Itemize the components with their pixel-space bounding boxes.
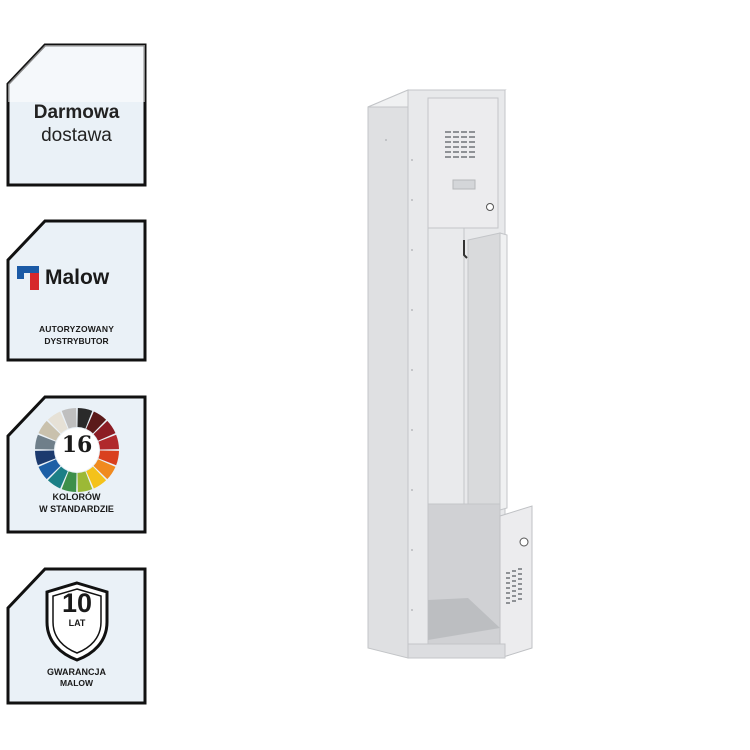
badge-line-1: AUTORYZOWANY — [38, 324, 115, 334]
badge-line-1: KOLORÓW — [52, 492, 101, 502]
badge-line-2: W STANDARDZIE — [39, 504, 114, 514]
color-swatch — [93, 420, 116, 441]
color-swatch — [61, 408, 77, 429]
color-swatch — [77, 408, 93, 429]
color-swatch — [38, 459, 61, 480]
color-swatch — [47, 466, 68, 489]
color-swatch — [47, 411, 68, 434]
badge-line-1: GWARANCJA — [46, 667, 106, 677]
badge-frame — [6, 43, 147, 187]
brand-name: Malow — [45, 266, 110, 289]
color-swatch — [35, 450, 56, 466]
color-swatch — [86, 411, 107, 434]
color-swatch — [98, 450, 119, 466]
color-swatch — [98, 434, 119, 450]
color-swatch — [35, 434, 56, 450]
malow-logo-icon — [17, 266, 39, 290]
badge-line-2: DYSTRYBUTOR — [44, 336, 109, 346]
warranty-unit: LAT — [68, 618, 86, 628]
shield-icon — [45, 581, 109, 662]
authorized-distributor-badge: Malow AUTORYZOWANY DYSTRYBUTOR — [5, 218, 148, 363]
color-swatch — [38, 420, 61, 441]
warranty-badge: 10 LAT GWARANCJA MALOW — [5, 566, 148, 706]
badge-line-2: MALOW — [59, 678, 94, 688]
locker-product-image — [367, 89, 533, 659]
color-swatch — [77, 471, 93, 492]
badge-subtitle: dostawa — [41, 125, 112, 146]
color-swatch — [93, 459, 116, 480]
warranty-years: 10 — [61, 588, 93, 618]
colors-badge: 16 KOLORÓW W STANDARDZIE — [5, 394, 148, 535]
color-count: 16 — [61, 432, 93, 458]
badge-title: Darmowa — [33, 102, 120, 123]
color-swatch — [61, 471, 77, 492]
color-wheel-icon — [35, 408, 119, 492]
badge-frame — [6, 219, 147, 362]
free-delivery-badge: Darmowa dostawa — [5, 42, 148, 188]
color-swatch — [86, 466, 107, 489]
